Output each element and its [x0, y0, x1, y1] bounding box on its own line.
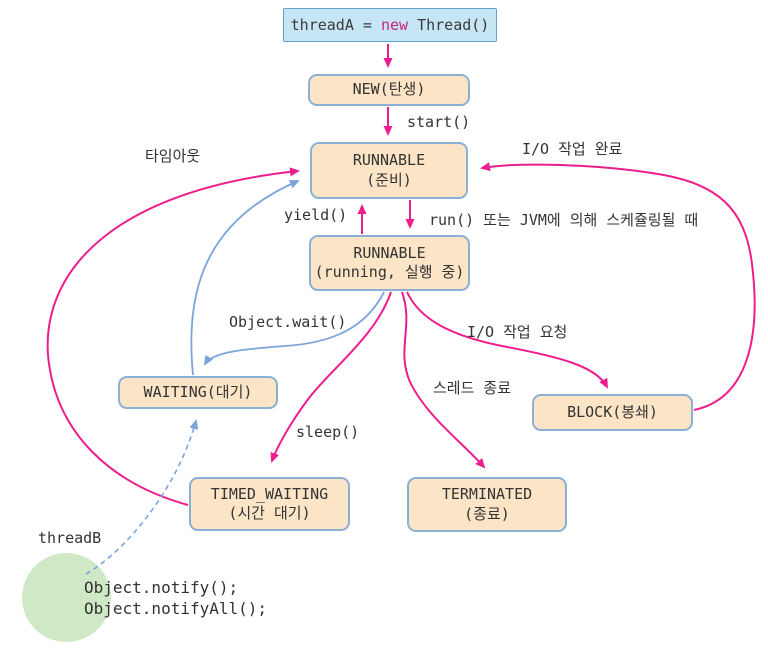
- new-keyword: new: [380, 16, 409, 34]
- node-terminated-line1: TERMINATED: [441, 485, 533, 503]
- label-run-scheduled: run() 또는 JVM에 의해 스케쥴링될 때: [429, 211, 699, 229]
- label-start: start(): [407, 113, 471, 131]
- node-terminated-line2: (종료): [464, 504, 510, 523]
- node-new-label: NEW(탄생): [352, 80, 426, 99]
- node-timed-waiting-line1: TIMED_WAITING: [210, 484, 329, 503]
- label-io-complete: I/O 작업 완료: [522, 140, 623, 158]
- node-waiting: WAITING(대기): [118, 376, 278, 409]
- node-threada-code: threadA = new Thread(): [283, 8, 497, 42]
- label-object-wait: Object.wait(): [229, 313, 347, 331]
- label-yield: yield(): [284, 206, 348, 224]
- edge-notify-dashed: [85, 419, 199, 575]
- label-object-notifyall: Object.notifyAll();: [84, 599, 268, 618]
- edge-io-request: [406, 291, 608, 389]
- node-block-label: BLOCK(봉쇄): [567, 402, 658, 421]
- code-post: Thread(): [408, 16, 490, 34]
- edge-timeout: [46, 167, 300, 506]
- node-block: BLOCK(봉쇄): [532, 394, 693, 431]
- node-timed-waiting-line2: (시간 대기): [228, 504, 311, 522]
- edge-thread-end: [401, 291, 486, 469]
- edge-object-wait: [203, 291, 385, 366]
- label-threadb: threadB: [38, 529, 102, 547]
- node-runnable-running-line2: (running, 실행 중): [314, 263, 465, 281]
- edge-io-complete: [480, 162, 756, 411]
- node-new: NEW(탄생): [308, 74, 470, 106]
- label-thread-end: 스레드 종료: [433, 379, 512, 397]
- label-timeout: 타임아웃: [145, 147, 201, 165]
- code-pre: threadA =: [290, 16, 381, 34]
- edge-waiting-to-runnable: [190, 180, 300, 376]
- label-object-notify: Object.notify();: [84, 578, 239, 597]
- edge-sleep: [270, 291, 392, 463]
- node-runnable-running: RUNNABLE (running, 실행 중): [309, 235, 470, 291]
- label-sleep: sleep(): [296, 423, 360, 441]
- node-runnable-ready: RUNNABLE (준비): [310, 142, 468, 199]
- node-terminated: TERMINATED (종료): [407, 477, 567, 532]
- node-waiting-label: WAITING(대기): [143, 382, 253, 401]
- node-runnable-ready-line2: (준비): [366, 170, 412, 189]
- label-io-request: I/O 작업 요청: [467, 323, 568, 341]
- node-runnable-running-line1: RUNNABLE: [353, 243, 426, 262]
- node-runnable-ready-line1: RUNNABLE: [352, 151, 426, 169]
- node-timed-waiting: TIMED_WAITING (시간 대기): [189, 477, 350, 531]
